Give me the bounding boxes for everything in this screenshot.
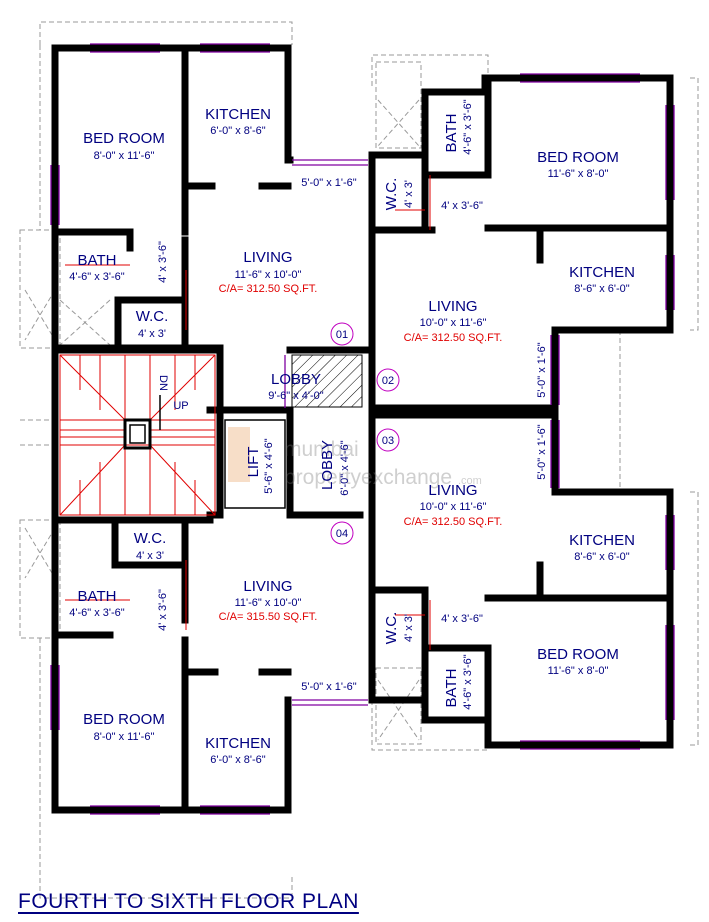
watermark-line2: propertyexchange bbox=[284, 466, 452, 489]
lobby-2-size: 6'-0" x 4'-6" bbox=[339, 440, 351, 496]
flat-02-living-size: 10'-0" x 11'-6" bbox=[420, 317, 487, 329]
flat-01-kitchen-size: 6'-0" x 8'-6" bbox=[210, 125, 266, 137]
flat-04-wc-label: W.C. bbox=[134, 530, 167, 547]
flat-02-balcony-size: 5'-0" x 1'-6" bbox=[536, 342, 548, 398]
windows bbox=[50, 43, 675, 815]
flat-02-bedroom-size: 11'-6" x 8'-0" bbox=[548, 168, 609, 180]
lift-shaft bbox=[224, 354, 363, 509]
flat-01-living-size: 11'-6" x 10'-0" bbox=[235, 269, 302, 281]
flat-03-bath-size: 4'-6" x 3'-6" bbox=[462, 654, 474, 710]
plan-title: FOURTH TO SIXTH FLOOR PLAN bbox=[18, 890, 359, 913]
flat-02-number: 02 bbox=[382, 375, 394, 387]
flat-02-wc-size: 4' x 3' bbox=[403, 180, 415, 208]
flat-03-balcony-size: 5'-0" x 1'-6" bbox=[536, 424, 548, 480]
flat-04-balcony-size: 5'-0" x 1'-6" bbox=[301, 681, 357, 693]
flat-04-kitchen-label: KITCHEN bbox=[205, 735, 271, 752]
flat-03-living-size: 10'-0" x 11'-6" bbox=[420, 501, 487, 513]
flat-01-kitchen-label: KITCHEN bbox=[205, 106, 271, 123]
flat-04-bath-size: 4'-6" x 3'-6" bbox=[69, 607, 125, 619]
flat-03-labels: 03 5'-0" x 1'-6" LIVING 10'-0" x 11'-6" … bbox=[382, 424, 635, 710]
flat-01-carpet-area: C/A= 312.50 SQ.FT. bbox=[219, 283, 318, 295]
flat-04-living-size: 11'-6" x 10'-0" bbox=[235, 597, 302, 609]
flat-02-kitchen-size: 8'-6" x 6'-0" bbox=[574, 283, 630, 295]
flat-01-bath-size: 4'-6" x 3'-6" bbox=[69, 271, 125, 283]
flat-01-balcony-size: 5'-0" x 1'-6" bbox=[301, 177, 357, 189]
flat-01-wc-size: 4' x 3' bbox=[138, 328, 166, 340]
flat-03-kitchen-label: KITCHEN bbox=[569, 532, 635, 549]
flat-04-bedroom-label: BED ROOM bbox=[83, 711, 165, 728]
passage-markers bbox=[65, 175, 431, 650]
flat-03-passage-size: 4' x 3'-6" bbox=[441, 613, 483, 625]
flat-04-bath-label: BATH bbox=[78, 588, 117, 605]
walls bbox=[51, 44, 674, 814]
flat-04-kitchen-size: 6'-0" x 8'-6" bbox=[210, 754, 266, 766]
flat-03-living-label: LIVING bbox=[428, 482, 477, 499]
flat-02-bedroom-label: BED ROOM bbox=[537, 149, 619, 166]
flat-04-labels: 04 W.C. 4' x 3' LIVING 11'-6" x 10'-0" C… bbox=[69, 528, 357, 766]
flat-04-wc-size: 4' x 3' bbox=[136, 550, 164, 562]
staircase bbox=[59, 354, 216, 516]
watermark-suffix: .com bbox=[458, 475, 482, 487]
flat-02-labels: BATH 4'-6" x 3'-6" BED ROOM 11'-6" x 8'-… bbox=[382, 99, 635, 398]
flat-02-living-label: LIVING bbox=[428, 298, 477, 315]
lobby-size: 9'-6" x 4'-0" bbox=[268, 390, 324, 402]
lobby-2-label: LOBBY bbox=[319, 440, 336, 490]
flat-02-bath-size: 4'-6" x 3'-6" bbox=[462, 99, 474, 155]
lobby-label: LOBBY bbox=[271, 371, 321, 388]
flat-03-bath-label: BATH bbox=[443, 669, 460, 708]
flat-01-labels: BED ROOM 8'-0" x 11'-6" KITCHEN 6'-0" x … bbox=[69, 106, 357, 341]
flat-02-passage-size: 4' x 3'-6" bbox=[441, 200, 483, 212]
flat-number-markers bbox=[330, 322, 400, 545]
flat-02-wc-label: W.C. bbox=[383, 178, 400, 211]
lift-label: LIFT bbox=[245, 447, 262, 478]
flat-01-passage-size: 4' x 3'-6" bbox=[157, 241, 169, 283]
flat-04-number: 04 bbox=[336, 528, 348, 540]
flat-04-living-label: LIVING bbox=[243, 578, 292, 595]
flat-01-bath-label: BATH bbox=[78, 252, 117, 269]
common-area-labels: LOBBY 9'-6" x 4'-0" DN UP LIFT 5'-6" x 4… bbox=[157, 371, 351, 496]
flat-01-living-label: LIVING bbox=[243, 249, 292, 266]
flat-04-carpet-area: C/A= 315.50 SQ.FT. bbox=[219, 611, 318, 623]
flat-02-kitchen-label: KITCHEN bbox=[569, 264, 635, 281]
flat-01-number: 01 bbox=[336, 329, 348, 341]
stair-up-label: UP bbox=[173, 400, 188, 412]
flat-01-bedroom-size: 8'-0" x 11'-6" bbox=[94, 150, 155, 162]
flat-03-carpet-area: C/A= 312.50 SQ.FT. bbox=[404, 516, 503, 528]
flat-04-passage-size: 4' x 3'-6" bbox=[157, 589, 169, 631]
flat-03-bedroom-size: 11'-6" x 8'-0" bbox=[548, 665, 609, 677]
watermark-line1: mumbai bbox=[284, 438, 359, 461]
flat-02-carpet-area: C/A= 312.50 SQ.FT. bbox=[404, 332, 503, 344]
watermark: mumbai propertyexchange .com bbox=[228, 427, 482, 489]
flat-04-bedroom-size: 8'-0" x 11'-6" bbox=[94, 731, 155, 743]
outer-dashed-outline bbox=[19, 21, 699, 899]
flat-03-number: 03 bbox=[382, 435, 394, 447]
flat-02-bath-label: BATH bbox=[443, 114, 460, 153]
flat-03-kitchen-size: 8'-6" x 6'-0" bbox=[574, 551, 630, 563]
stair-down-label: DN bbox=[157, 375, 169, 391]
flat-01-wc-label: W.C. bbox=[136, 308, 169, 325]
flat-01-bedroom-label: BED ROOM bbox=[83, 130, 165, 147]
lift-size: 5'-6" x 4'-6" bbox=[263, 438, 275, 494]
flat-03-wc-size: 4' x 3' bbox=[403, 614, 415, 642]
flat-03-wc-label: W.C. bbox=[383, 612, 400, 645]
flat-03-bedroom-label: BED ROOM bbox=[537, 646, 619, 663]
